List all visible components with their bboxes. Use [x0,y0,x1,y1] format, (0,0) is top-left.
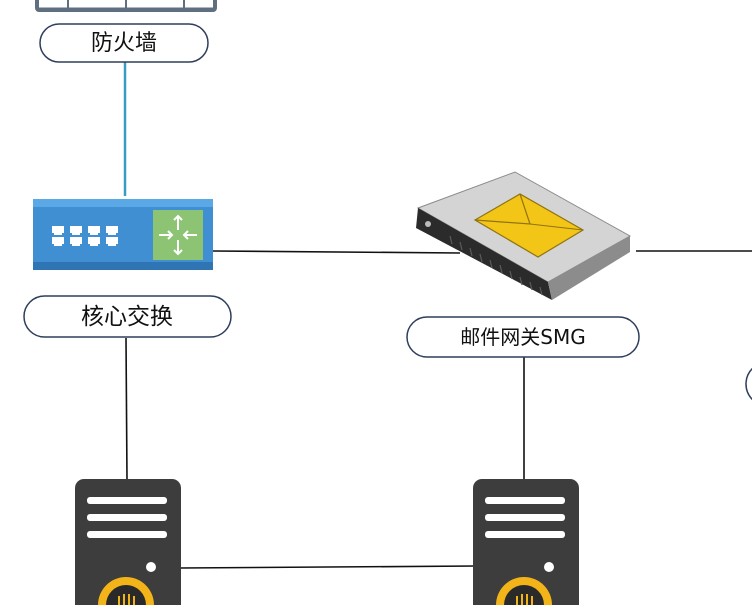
server-icon [75,479,181,605]
link-core-switch-to-left-server [125,337,128,481]
core-switch-label-box [23,295,232,338]
link-core-switch-to-mail-gateway [212,250,461,254]
server-icon [473,479,579,605]
link-left-server-to-right-server [179,565,477,569]
server-right-node[interactable] [473,479,579,605]
switch-icon [33,199,213,270]
firewall-label: 防火墙 [91,31,157,56]
offscreen-label-box [745,367,752,401]
server-left-node[interactable] [75,479,181,605]
connection-lines [123,62,752,569]
firewall-icon [35,0,217,12]
core-switch-label: 核心交换 [81,304,173,330]
mail-gateway-node[interactable]: 邮件网关SMG [406,171,640,358]
firewall-node[interactable]: 防火墙 [35,0,217,63]
core-switch-node[interactable]: 核心交换 [23,199,232,338]
mail-gateway-appliance-icon [416,171,632,300]
mail-gateway-label: 邮件网关SMG [460,325,585,349]
firewall-label-box [39,23,209,63]
mail-gateway-label-box [406,316,640,358]
